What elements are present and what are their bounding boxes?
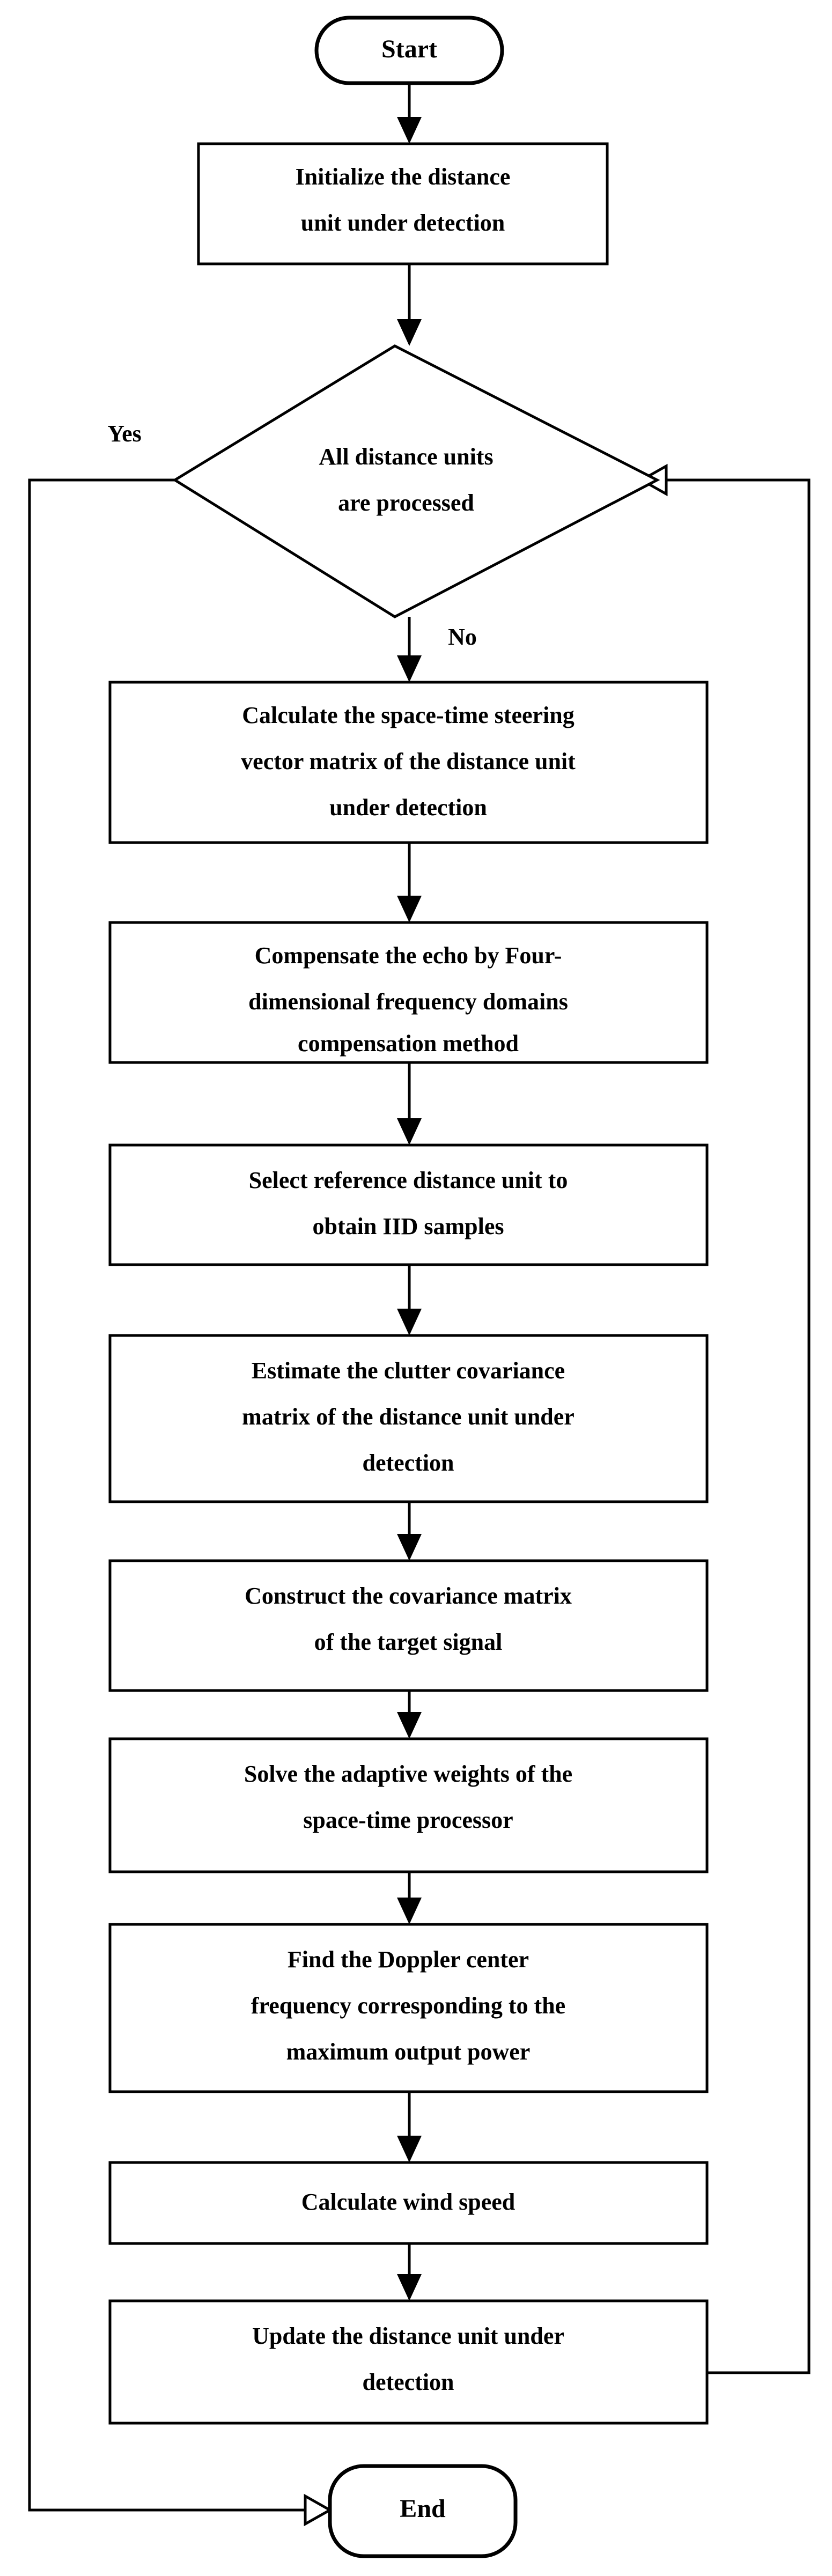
initialize-box-shape[interactable] (197, 142, 609, 265)
doppler-label-line-1: Find the Doppler center (288, 1946, 529, 1973)
node-end[interactable]: End (328, 2464, 518, 2558)
node-decision-all-units-processed[interactable]: All distance units are processed (172, 344, 660, 618)
arrowhead-solid (397, 896, 422, 922)
arrowhead-solid (397, 117, 422, 144)
select-label-line-2: obtain IID samples (313, 1213, 504, 1239)
steering-label-line-3: under detection (329, 794, 487, 821)
edge-select-to-estimate (397, 1265, 422, 1335)
edge-decision-to-steering (397, 617, 422, 682)
compensate-label-line-3: compensation method (298, 1030, 519, 1057)
decision-label-line-1: All distance units (319, 444, 493, 470)
compensate-box-shape[interactable] (108, 921, 709, 1064)
select-label-line-1: Select reference distance unit to (249, 1167, 568, 1193)
node-compensate-echo[interactable]: Compensate the echo by Four- dimensional… (108, 921, 709, 1064)
solve-box-shape[interactable] (108, 1737, 709, 1873)
estimate-box-shape[interactable] (108, 1334, 709, 1503)
decision-label-line-2: are processed (338, 490, 474, 516)
initialize-label-line-1: Initialize the distance (296, 164, 511, 190)
edge-decision-to-end-yes (28, 478, 333, 2527)
estimate-label-line-3: detection (362, 1450, 454, 1476)
arrowhead-solid (397, 1898, 422, 1924)
doppler-label-line-3: maximum output power (286, 2039, 531, 2065)
compensate-label-line-2: dimensional frequency domains (248, 988, 568, 1015)
node-estimate-clutter-covariance[interactable]: Estimate the clutter covariance matrix o… (108, 1334, 709, 1503)
update-label-line-1: Update the distance unit under (252, 2323, 564, 2349)
steering-label-line-2: vector matrix of the distance unit (241, 748, 576, 774)
edge-steering-to-compensate (397, 843, 422, 922)
node-solve-adaptive-weights[interactable]: Solve the adaptive weights of the space-… (108, 1737, 709, 1873)
estimate-label-line-2: matrix of the distance unit under (242, 1404, 575, 1430)
node-find-doppler-center[interactable]: Find the Doppler center frequency corres… (108, 1923, 709, 2093)
end-label: End (400, 2494, 446, 2523)
edge-compensate-to-select (397, 1062, 422, 1145)
initialize-label-line-2: unit under detection (301, 210, 505, 236)
compensate-label-line-1: Compensate the echo by Four- (255, 942, 562, 969)
select-box-shape[interactable] (108, 1143, 709, 1266)
arrowhead-hollow (304, 2493, 333, 2527)
doppler-box-shape[interactable] (108, 1923, 709, 2093)
update-box-shape[interactable] (108, 2299, 709, 2425)
doppler-label-line-2: frequency corresponding to the (251, 1992, 565, 2019)
node-construct-target-covariance[interactable]: Construct the covariance matrix of the t… (108, 1559, 709, 1692)
arrowhead-solid (397, 655, 422, 682)
edge-estimate-to-construct (397, 1502, 422, 1561)
arrowhead-solid (397, 1534, 422, 1561)
start-terminal-shape[interactable] (314, 16, 504, 85)
edge-windspeed-to-update (397, 2243, 422, 2301)
steering-label-line-1: Calculate the space-time steering (242, 702, 574, 728)
node-initialize[interactable]: Initialize the distance unit under detec… (197, 142, 609, 265)
decision-diamond-shape[interactable] (172, 344, 660, 618)
node-select-reference-unit[interactable]: Select reference distance unit to obtain… (108, 1143, 709, 1266)
arrowhead-solid (397, 1712, 422, 1739)
node-update-distance-unit[interactable]: Update the distance unit under detection (108, 2299, 709, 2425)
edge-init-to-decision (397, 264, 422, 346)
arrowhead-solid (397, 319, 422, 346)
node-calculate-wind-speed[interactable]: Calculate wind speed (108, 2161, 709, 2245)
estimate-label-line-1: Estimate the clutter covariance (252, 1357, 565, 1384)
steering-box-shape[interactable] (108, 681, 709, 844)
solve-label-line-1: Solve the adaptive weights of the (244, 1761, 572, 1787)
arrowhead-solid (397, 1309, 422, 1335)
solve-label-line-2: space-time processor (303, 1807, 513, 1833)
windspeed-box-shape[interactable] (108, 2161, 709, 2245)
edge-doppler-to-windspeed (397, 2092, 422, 2162)
windspeed-label: Calculate wind speed (301, 2189, 515, 2215)
update-label-line-2: detection (362, 2369, 454, 2395)
construct-label-line-2: of the target signal (314, 1629, 503, 1655)
edge-start-to-init (397, 83, 422, 144)
start-label: Start (381, 35, 437, 63)
end-terminal-shape[interactable] (328, 2464, 518, 2558)
arrowhead-solid (397, 1118, 422, 1145)
edge-label-no: No (448, 624, 477, 650)
node-start[interactable]: Start (314, 16, 504, 85)
construct-box-shape[interactable] (108, 1559, 709, 1692)
edge-label-yes: Yes (107, 420, 142, 447)
construct-label-line-1: Construct the covariance matrix (245, 1583, 572, 1609)
edge-solve-to-doppler (397, 1872, 422, 1924)
arrowhead-solid (397, 2136, 422, 2162)
node-calculate-steering-vector[interactable]: Calculate the space-time steering vector… (108, 681, 709, 844)
edge-construct-to-solve (397, 1691, 422, 1739)
arrowhead-solid (397, 2274, 422, 2301)
